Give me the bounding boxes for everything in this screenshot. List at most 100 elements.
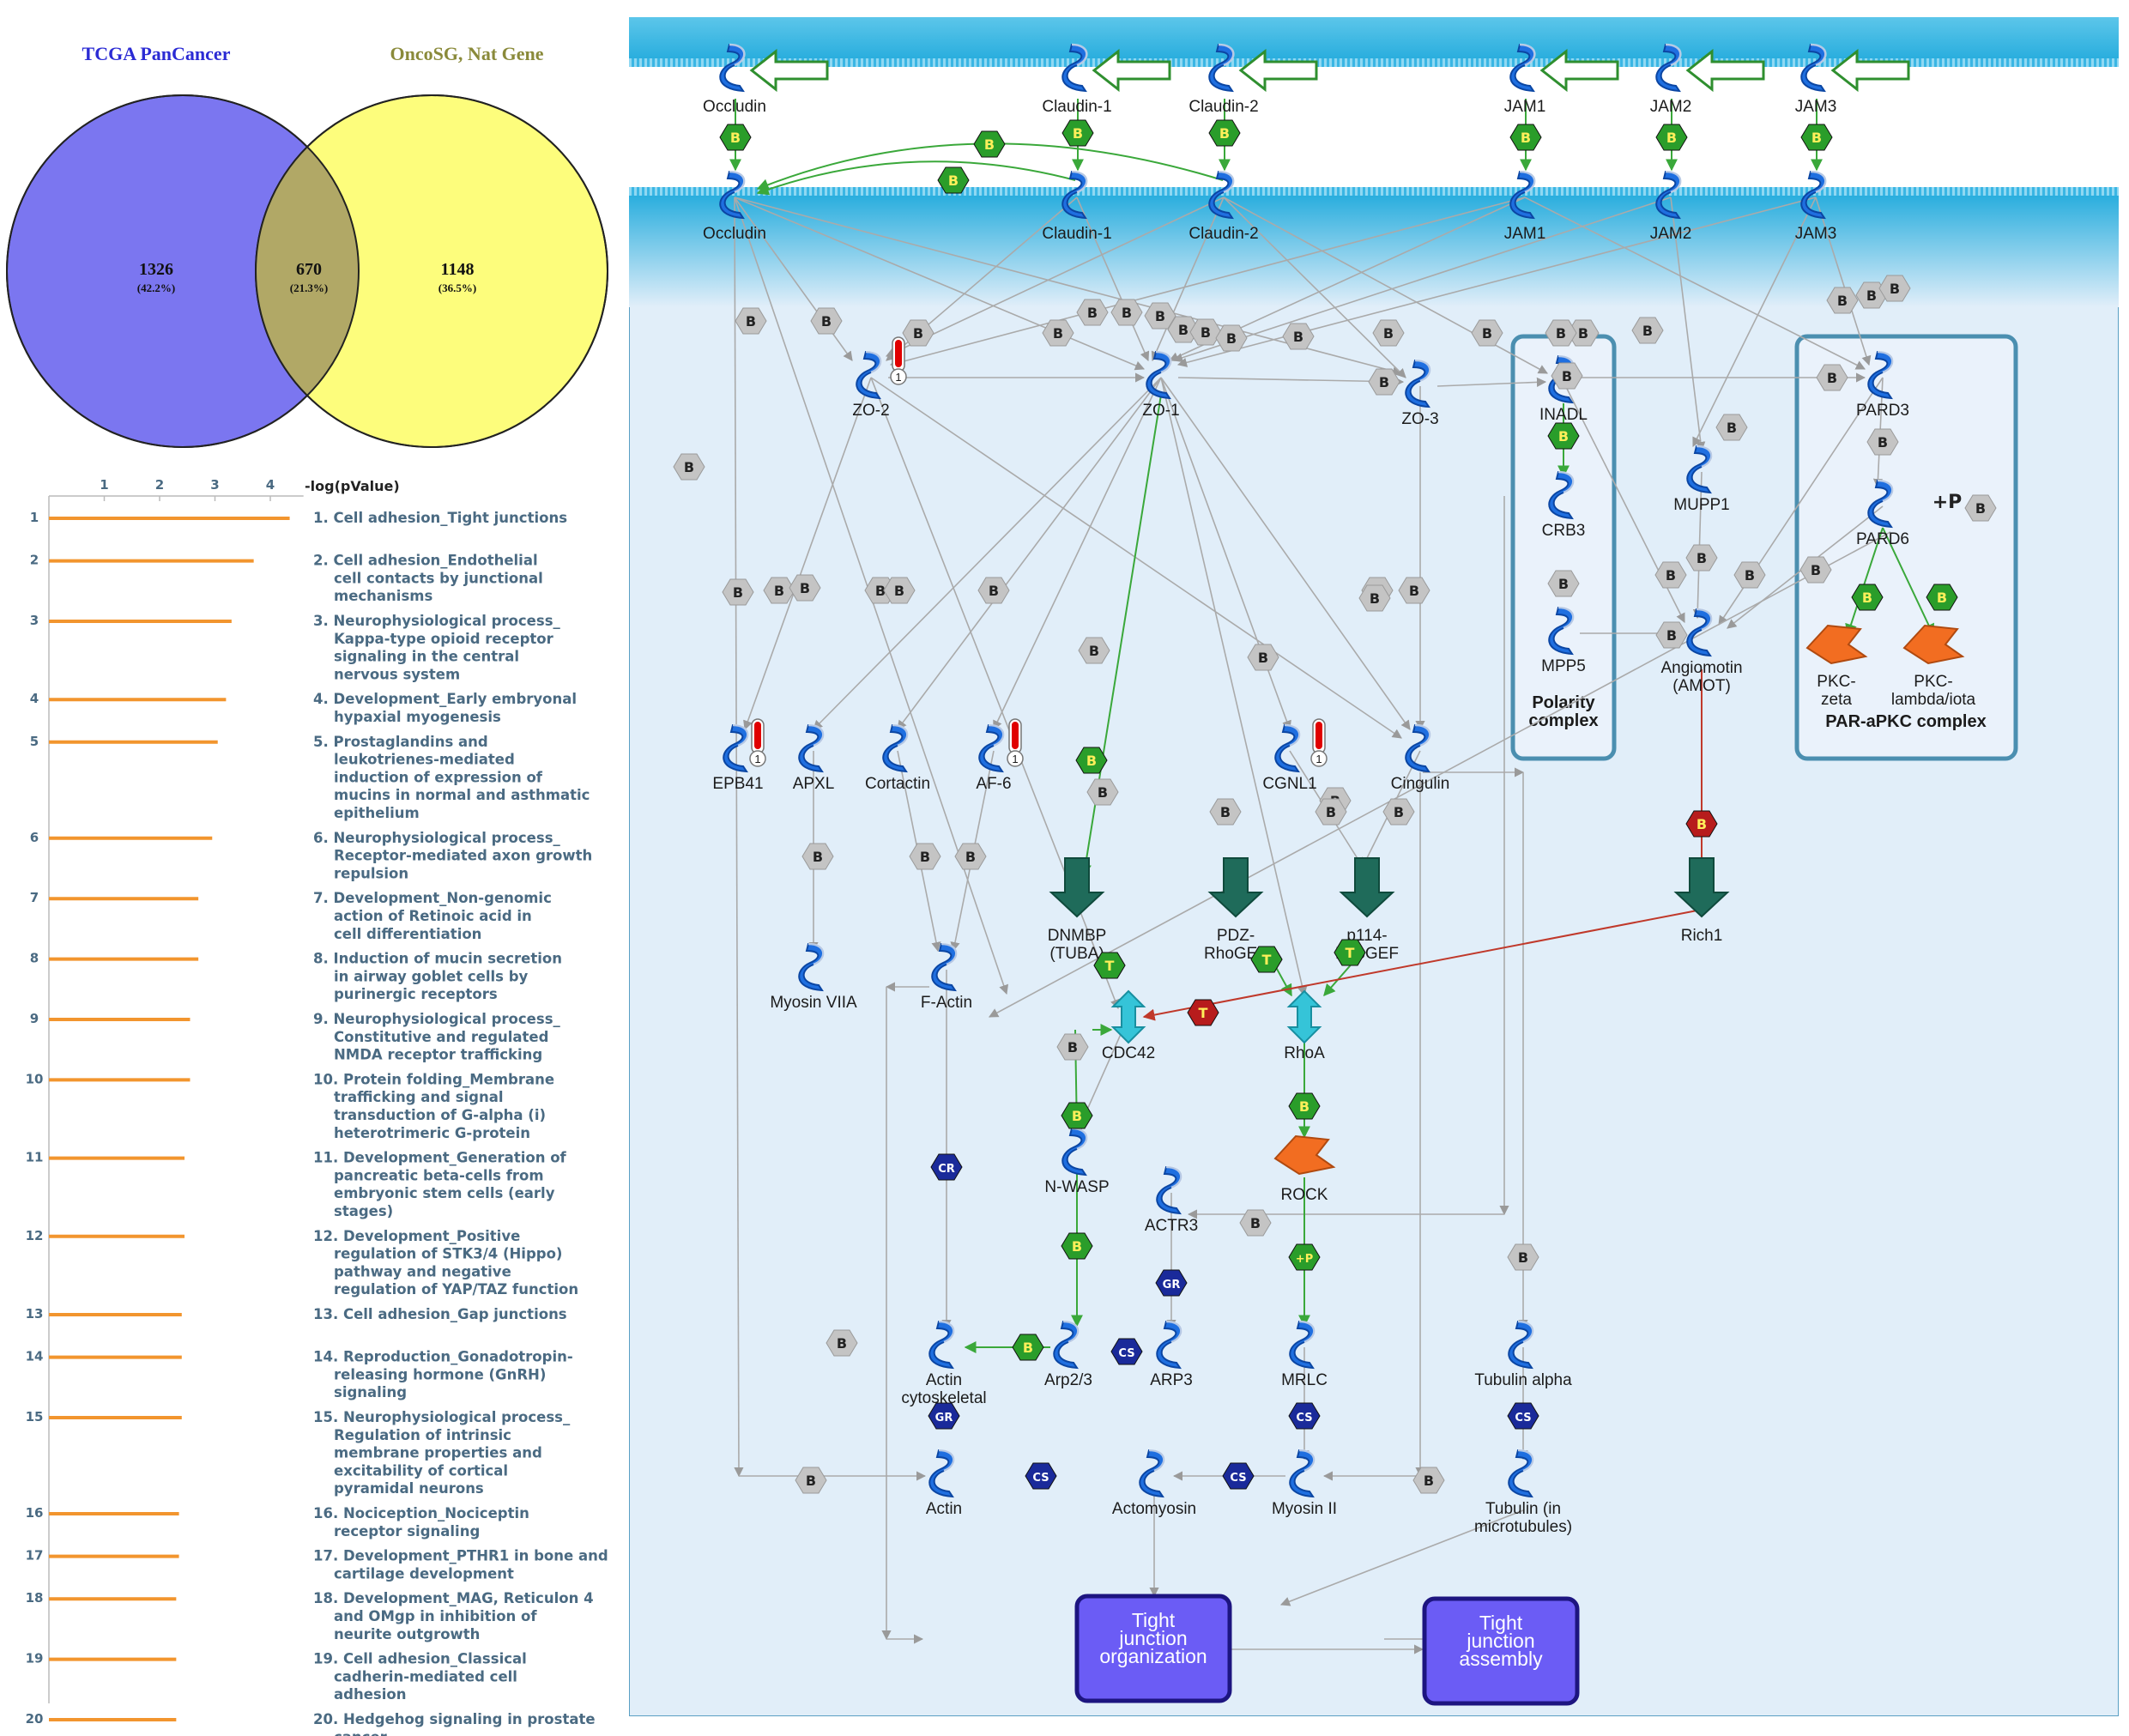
binding-badge[interactable]: B [1878,275,1911,302]
binding-badge[interactable]: B [1685,544,1718,572]
group-relation-badge[interactable]: GR [928,1402,960,1430]
binding-badge[interactable]: B [1507,1243,1539,1271]
binding-badge[interactable]: B [826,1329,858,1357]
binding-badge[interactable]: B [1551,362,1583,390]
occludin-extracellular[interactable]: Occludin [703,43,766,116]
jam3-node[interactable]: JAM3 [1795,170,1837,243]
amot-node[interactable]: Angiomotin(AMOT) [1660,608,1743,695]
cingulin-node[interactable]: Cingulin [1391,723,1450,793]
binding-badge-green[interactable]: B [1509,124,1542,151]
arp3-node[interactable]: ARP3 [1150,1320,1193,1389]
binding-badge-red[interactable]: B [1685,810,1718,838]
mrlc-node[interactable]: MRLC [1281,1320,1328,1389]
binding-badge[interactable]: B [1368,368,1400,396]
claudin2-extracellular[interactable]: Claudin-2 [1188,43,1259,116]
binding-badge-green[interactable]: B [973,130,1006,158]
binding-badge-green[interactable]: B [1061,1232,1093,1260]
phosphorylation-badge[interactable]: +P [1288,1243,1321,1271]
binding-badge[interactable]: B [1042,319,1074,347]
binding-badge[interactable]: B [1239,1209,1272,1237]
cortactin-node[interactable]: Cortactin [865,723,930,793]
claudin1-extracellular[interactable]: Claudin-1 [1042,43,1112,116]
binding-badge[interactable]: B [902,319,934,347]
pkc-lambda-iota-node[interactable]: PKC-lambda/iota [1891,624,1976,709]
transformation-badge[interactable]: T [1250,946,1283,973]
binding-badge[interactable]: B [1076,299,1109,326]
crb3-node[interactable]: CRB3 [1542,470,1586,540]
myosin2-node[interactable]: Myosin II [1272,1449,1337,1518]
cleavage-badge[interactable]: CR [930,1153,963,1181]
binding-badge-green[interactable]: B [1926,584,1958,611]
apxl-node[interactable]: APXL [793,723,835,793]
transformation-badge[interactable]: T [1093,952,1126,979]
complex-subunit-badge[interactable]: CS [1025,1462,1057,1490]
binding-badge[interactable]: B [1826,287,1859,314]
complex-subunit-badge[interactable]: CS [1288,1402,1321,1430]
binding-badge[interactable]: B [1471,319,1503,347]
binding-badge-green[interactable]: B [1547,422,1580,450]
claudin1-node[interactable]: Claudin-1 [1042,170,1112,243]
epb41-node[interactable]: EPB41 [712,723,764,793]
binding-badge[interactable]: B [735,307,767,335]
binding-badge[interactable]: B [1110,299,1143,326]
tubalpha-node[interactable]: Tubulin alpha [1474,1320,1572,1389]
binding-badge-green[interactable]: B [1012,1334,1044,1361]
binding-badge[interactable]: B [1372,319,1405,347]
pkc-zeta-node[interactable]: PKC-zeta [1805,624,1868,709]
actin-node[interactable]: Actin [926,1449,962,1518]
binding-badge[interactable]: B [1282,323,1315,350]
transformation-badge[interactable]: T [1334,939,1366,966]
binding-badge-green[interactable]: B [1655,124,1688,151]
binding-badge[interactable]: B [1655,621,1688,649]
zo1-node[interactable]: ZO-1 [1142,350,1180,420]
pard6-node[interactable]: PARD6 [1856,479,1909,548]
actomyosin-node[interactable]: Actomyosin [1112,1449,1196,1518]
cdc42-node[interactable]: CDC42 [1102,989,1155,1062]
binding-badge-green[interactable]: B [719,124,752,151]
binding-badge[interactable]: B [1398,577,1430,604]
binding-badge[interactable]: B [1078,637,1110,664]
transformation-badge-red[interactable]: T [1187,999,1219,1026]
binding-badge[interactable]: B [801,843,834,870]
binding-badge[interactable]: B [1631,317,1664,344]
cgnl1-node[interactable]: CGNL1 [1262,723,1317,793]
myosin7a-node[interactable]: Myosin VIIA [770,942,857,1012]
rhoa-node[interactable]: RhoA [1284,989,1325,1062]
binding-badge[interactable]: B [977,577,1010,604]
binding-badge[interactable]: B [1086,778,1119,806]
binding-badge[interactable]: B [1056,1033,1089,1061]
nwasp-node[interactable]: N-WASP [1044,1127,1110,1196]
binding-badge[interactable]: B [1654,561,1687,589]
binding-badge[interactable]: B [1247,644,1279,671]
binding-badge-green[interactable]: B [1288,1092,1321,1120]
dnmbp-node[interactable]: DNMBP(TUBA) [1048,857,1107,963]
zo2-node[interactable]: ZO-2 [852,350,890,420]
group-relation-badge[interactable]: GR [1155,1269,1188,1297]
pard3-node[interactable]: PARD3 [1856,350,1909,420]
binding-badge-green[interactable]: B [937,166,970,194]
binding-badge[interactable]: B [1816,364,1848,391]
complex-subunit-badge[interactable]: CS [1110,1338,1143,1365]
binding-badge[interactable]: B [673,453,705,481]
jam1-node[interactable]: JAM1 [1504,170,1546,243]
rich1-node[interactable]: Rich1 [1673,857,1730,945]
binding-badge[interactable]: B [1382,798,1415,826]
complex-subunit-badge[interactable]: CS [1222,1462,1255,1490]
binding-badge-green[interactable]: B [1061,1102,1093,1129]
jam2-node[interactable]: JAM2 [1650,170,1692,243]
binding-badge[interactable]: B [1733,561,1766,589]
binding-badge[interactable]: B [1315,798,1347,826]
occludin-node[interactable]: Occludin [703,170,766,243]
binding-badge[interactable]: B [1547,570,1580,597]
binding-badge[interactable]: B [1412,1467,1445,1494]
binding-badge-green[interactable]: B [1208,119,1241,147]
binding-badge[interactable]: B [763,577,795,604]
binding-badge[interactable]: B [1144,302,1176,330]
factin-node[interactable]: F-Actin [921,942,972,1012]
jam1-extracellular[interactable]: JAM1 [1504,43,1546,116]
binding-badge-green[interactable]: B [1851,584,1884,611]
binding-badge[interactable]: B [1215,324,1248,352]
zo3-node[interactable]: ZO-3 [1401,359,1439,428]
